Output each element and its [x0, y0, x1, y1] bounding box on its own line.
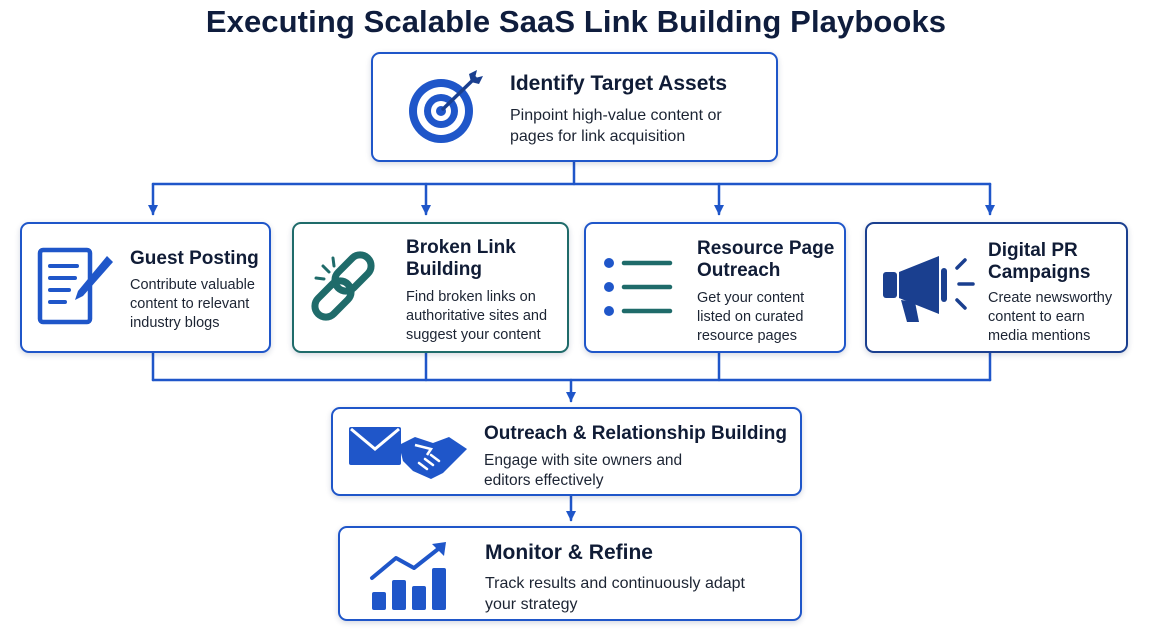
tactic-title: Digital PR Campaigns [988, 240, 1091, 283]
tactic-description: Create newsworthy content to earn media … [988, 290, 1113, 344]
tactic-title: Guest Posting [130, 248, 259, 269]
step-description: Engage with site owners and editors effe… [484, 452, 683, 489]
tactic-description: Find broken links on authoritative sites… [406, 289, 548, 343]
tactic-broken-link-building: Broken Link Building Find broken links o… [292, 222, 569, 353]
tactic-title: Broken Link Building [406, 237, 516, 280]
tactic-resource-page-outreach: Resource Page Outreach Get your content … [584, 222, 846, 353]
step-title: Monitor & Refine [485, 541, 653, 564]
target-icon [409, 70, 483, 143]
step-title: Identify Target Assets [510, 72, 728, 95]
step-description: Track results and continuously adapt you… [485, 575, 745, 613]
tactic-guest-posting: Guest Posting Contribute valuable conten… [20, 222, 271, 353]
step-description: Pinpoint high-value content or pages for… [510, 107, 722, 145]
broken-link-icon [311, 251, 375, 321]
document-pen-icon [37, 247, 113, 325]
step-identify-target-assets: Identify Target Assets Pinpoint high-val… [371, 52, 778, 162]
growth-chart-icon [370, 542, 446, 610]
megaphone-icon [883, 256, 975, 322]
tactic-digital-pr-campaigns: Digital PR Campaigns Create newsworthy c… [865, 222, 1128, 353]
tactic-description: Get your content listed on curated resou… [697, 290, 805, 344]
tactic-title: Resource Page Outreach [697, 238, 835, 281]
page-title: Executing Scalable SaaS Link Building Pl… [205, 4, 947, 39]
step-outreach-relationship-building: Outreach & Relationship Building Engage … [331, 407, 802, 496]
step-monitor-refine: Monitor & Refine Track results and conti… [338, 526, 802, 621]
envelope-handshake-icon [349, 427, 467, 479]
step-title: Outreach & Relationship Building [484, 423, 787, 444]
list-icon [604, 258, 673, 316]
tactic-description: Contribute valuable content to relevant … [130, 277, 255, 331]
